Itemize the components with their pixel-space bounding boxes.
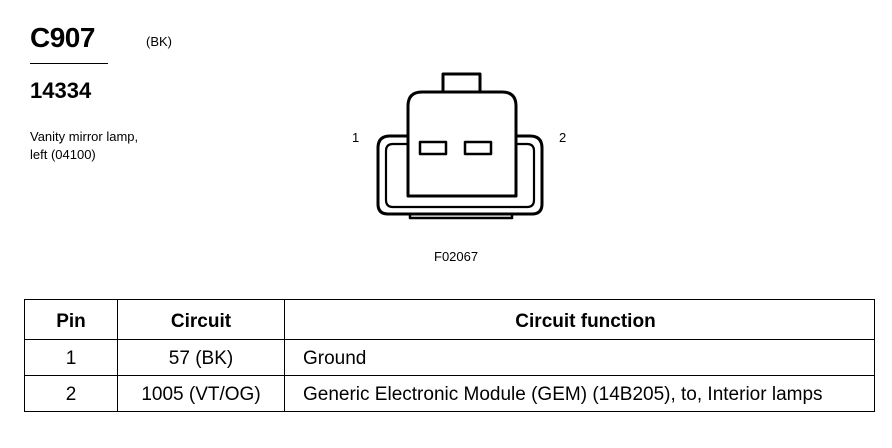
cell-pin: 1 [24, 339, 118, 376]
connector-bottom-key [408, 214, 514, 220]
figure-id: F02067 [434, 249, 479, 264]
pin-cavity-1 [418, 140, 448, 156]
pin-cavity-2 [463, 140, 493, 156]
pin-label-1: 1 [352, 130, 360, 145]
connector-description: Vanity mirror lamp, left (04100) [30, 128, 200, 164]
connector-color: (BK) [146, 34, 172, 49]
table-row: 2 1005 (VT/OG) Generic Electronic Module… [24, 375, 875, 412]
cell-circuit-function: Ground [284, 339, 875, 376]
header-circuit-function: Circuit function [284, 299, 875, 340]
part-number: 14334 [30, 78, 92, 103]
title-rule [30, 63, 108, 64]
connector-housing-inner [406, 90, 518, 198]
description-line-2: left (04100) [30, 147, 96, 162]
header-circuit: Circuit [117, 299, 285, 340]
connector-shroud-inner [384, 142, 536, 209]
pin-label-2: 2 [559, 130, 567, 145]
connector-shroud-outer [376, 134, 544, 216]
cell-pin: 2 [24, 375, 118, 412]
connector-face-diagram [376, 72, 544, 220]
cell-circuit: 1005 (VT/OG) [117, 375, 285, 412]
pin-table: Pin Circuit Circuit function 1 57 (BK) G… [24, 299, 875, 412]
table-row: 1 57 (BK) Ground [24, 339, 875, 376]
table-header-row: Pin Circuit Circuit function [24, 299, 875, 340]
cell-circuit-function: Generic Electronic Module (GEM) (14B205)… [284, 375, 875, 412]
connector-latch [441, 72, 482, 92]
connector-id: C907 [30, 22, 95, 53]
header-pin: Pin [24, 299, 118, 340]
description-line-1: Vanity mirror lamp, [30, 129, 139, 144]
cell-circuit: 57 (BK) [117, 339, 285, 376]
